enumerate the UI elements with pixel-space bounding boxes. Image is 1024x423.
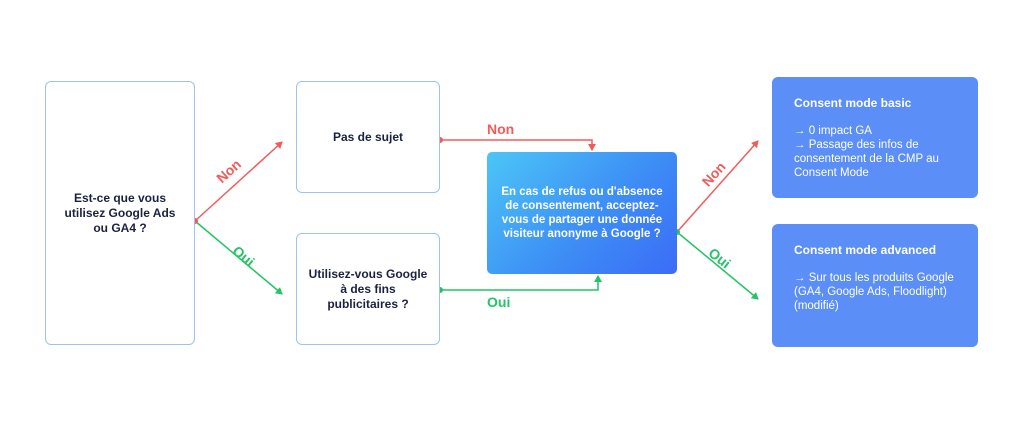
start-question-text: Est-ce que vous utilisez Google Ads ou G… — [64, 190, 176, 235]
center-question-box: En cas de refus ou d'absence de consente… — [487, 152, 677, 274]
result-basic-line-2: → Passage des infos de consentement de l… — [794, 139, 939, 179]
label-oui-bottom: Oui — [487, 294, 511, 310]
label-non-top: Non — [487, 121, 515, 137]
result-advanced-line-1: → Sur tous les produits Google (GA4, Goo… — [794, 272, 954, 312]
result-advanced-box: Consent mode advanced → Sur tous les pro… — [772, 224, 978, 347]
no-branch-text: Pas de sujet — [332, 129, 404, 144]
arrow-start-to-pas-de-sujet — [194, 141, 283, 222]
arrow-utilisez-vous-to-center — [440, 275, 602, 291]
arrow-center-to-advanced — [676, 231, 759, 300]
arrow-pas-de-sujet-to-center — [440, 139, 596, 151]
no-branch-box: Pas de sujet — [296, 81, 440, 193]
result-basic-line-1: → 0 impact GA — [794, 125, 872, 137]
arrow-center-to-basic — [676, 140, 759, 233]
result-basic-box: Consent mode basic → 0 impact GA → Passa… — [772, 77, 978, 198]
result-basic-title: Consent mode basic — [794, 96, 912, 110]
arrow-start-to-utilisez-vous — [194, 220, 283, 295]
center-question-text: En cas de refus ou d'absence de consente… — [501, 186, 663, 240]
yes-question-box: Utilisez-vous Google à des fins publicit… — [296, 233, 440, 345]
result-advanced-title: Consent mode advanced — [794, 243, 937, 257]
yes-question-text: Utilisez-vous Google à des fins publicit… — [308, 266, 428, 311]
start-question-box: Est-ce que vous utilisez Google Ads ou G… — [45, 81, 195, 345]
